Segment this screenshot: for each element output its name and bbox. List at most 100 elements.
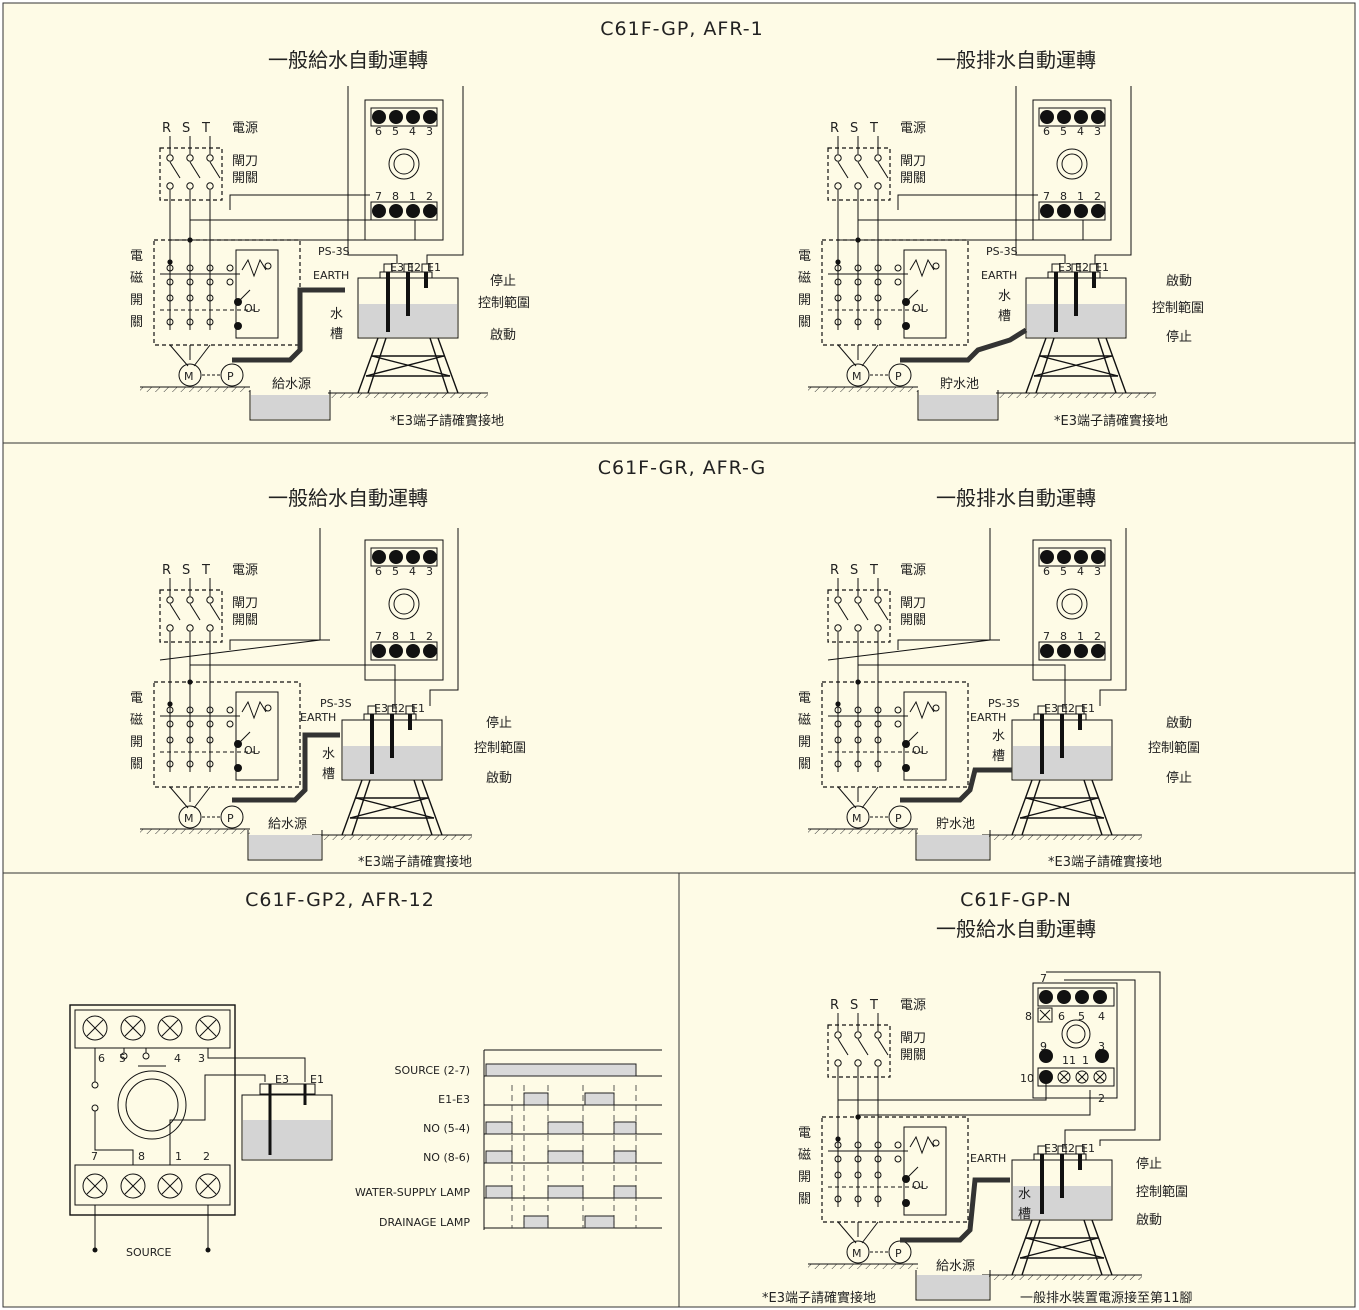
svg-text:6: 6 bbox=[1043, 565, 1050, 578]
svg-text:貯水池: 貯水池 bbox=[936, 817, 975, 832]
svg-text:OL: OL bbox=[244, 302, 260, 315]
svg-text:9: 9 bbox=[1040, 1040, 1047, 1053]
svg-text:4: 4 bbox=[1077, 565, 1084, 578]
timing-row-label: DRAINAGE LAMP bbox=[379, 1216, 470, 1229]
svg-text:3: 3 bbox=[1094, 125, 1101, 138]
panel-c61f-gp bbox=[2, 2, 1356, 444]
svg-text:8: 8 bbox=[392, 630, 399, 643]
svg-text:槽: 槽 bbox=[322, 767, 335, 782]
svg-text:5: 5 bbox=[1060, 125, 1067, 138]
svg-text:水: 水 bbox=[1018, 1187, 1031, 1202]
svg-text:閘刀: 閘刀 bbox=[232, 154, 258, 169]
svg-text:水: 水 bbox=[322, 747, 335, 762]
svg-text:槽: 槽 bbox=[330, 327, 343, 342]
svg-text:1: 1 bbox=[409, 630, 416, 643]
svg-text:R: R bbox=[162, 121, 171, 136]
panel-2-left-title: 一般給水自動運轉 bbox=[268, 486, 428, 510]
svg-text:10: 10 bbox=[1020, 1072, 1034, 1085]
timing-pulse bbox=[523, 1215, 549, 1229]
svg-text:1: 1 bbox=[175, 1150, 182, 1163]
svg-text:開關: 開關 bbox=[232, 171, 258, 186]
svg-text:E2: E2 bbox=[391, 702, 405, 715]
svg-text:P: P bbox=[895, 1247, 902, 1260]
svg-text:閘刀: 閘刀 bbox=[900, 1031, 926, 1046]
svg-text:磁: 磁 bbox=[798, 271, 811, 286]
svg-text:一般排水裝置電源接至第11腳: 一般排水裝置電源接至第11腳 bbox=[1020, 1290, 1193, 1306]
svg-text:R: R bbox=[830, 121, 839, 136]
svg-text:電: 電 bbox=[798, 249, 811, 264]
svg-text:控制範圍: 控制範圍 bbox=[1148, 741, 1200, 756]
svg-text:給水源: 給水源 bbox=[936, 1259, 975, 1274]
svg-text:開: 開 bbox=[130, 735, 143, 750]
svg-text:6: 6 bbox=[98, 1052, 105, 1065]
svg-text:4: 4 bbox=[1077, 125, 1084, 138]
svg-text:電源: 電源 bbox=[900, 121, 926, 136]
svg-text:5: 5 bbox=[1078, 1010, 1085, 1023]
svg-text:關: 關 bbox=[798, 757, 811, 772]
timing-row-label: E1-E3 bbox=[438, 1093, 470, 1106]
svg-text:槽: 槽 bbox=[1018, 1207, 1031, 1222]
timing-pulse bbox=[584, 1092, 615, 1106]
svg-text:OL: OL bbox=[912, 1179, 928, 1192]
panel-4-title: 一般給水自動運轉 bbox=[936, 917, 1096, 941]
timing-pulse bbox=[613, 1185, 637, 1199]
svg-text:1: 1 bbox=[409, 190, 416, 203]
svg-text:啟動: 啟動 bbox=[486, 771, 512, 786]
svg-text:3: 3 bbox=[1098, 1040, 1105, 1053]
timing-pulse bbox=[547, 1121, 584, 1135]
svg-text:8: 8 bbox=[138, 1150, 145, 1163]
svg-text:7: 7 bbox=[375, 630, 382, 643]
svg-text:閘刀: 閘刀 bbox=[900, 154, 926, 169]
svg-text:1: 1 bbox=[1082, 1054, 1089, 1067]
timing-row-label: NO (5-4) bbox=[423, 1122, 470, 1135]
svg-text:水: 水 bbox=[998, 289, 1011, 304]
svg-text:*E3端子請確實接地: *E3端子請確實接地 bbox=[762, 1290, 876, 1306]
svg-text:控制範圍: 控制範圍 bbox=[1136, 1185, 1188, 1200]
svg-text:停止: 停止 bbox=[1136, 1156, 1162, 1172]
svg-text:2: 2 bbox=[1094, 190, 1101, 203]
svg-text:停止: 停止 bbox=[486, 715, 512, 731]
svg-text:R: R bbox=[830, 998, 839, 1013]
panel-1-right-title: 一般排水自動運轉 bbox=[936, 48, 1096, 72]
timing-pulse bbox=[523, 1092, 549, 1106]
svg-text:E1: E1 bbox=[1081, 1142, 1095, 1155]
svg-text:閘刀: 閘刀 bbox=[900, 596, 926, 611]
svg-text:E3: E3 bbox=[1044, 702, 1058, 715]
svg-text:*E3端子請確實接地: *E3端子請確實接地 bbox=[1048, 854, 1162, 870]
svg-text:6: 6 bbox=[375, 565, 382, 578]
svg-text:關: 關 bbox=[798, 315, 811, 330]
svg-text:磁: 磁 bbox=[130, 271, 143, 286]
svg-text:啟動: 啟動 bbox=[490, 328, 516, 343]
svg-text:閘刀: 閘刀 bbox=[232, 596, 258, 611]
svg-text:水: 水 bbox=[992, 729, 1005, 744]
svg-text:6: 6 bbox=[375, 125, 382, 138]
svg-text:M: M bbox=[184, 370, 194, 383]
svg-text:PS-3S: PS-3S bbox=[320, 697, 352, 710]
timing-pulse bbox=[547, 1185, 584, 1199]
svg-text:開: 開 bbox=[798, 735, 811, 750]
svg-text:E2: E2 bbox=[1061, 1142, 1075, 1155]
svg-text:S: S bbox=[850, 998, 858, 1013]
svg-text:*E3端子請確實接地: *E3端子請確實接地 bbox=[390, 413, 504, 429]
svg-text:EARTH: EARTH bbox=[981, 269, 1017, 282]
svg-text:水: 水 bbox=[330, 307, 343, 322]
svg-text:開: 開 bbox=[130, 293, 143, 308]
svg-text:6: 6 bbox=[1058, 1010, 1065, 1023]
svg-text:T: T bbox=[201, 121, 210, 136]
svg-text:PS-3S: PS-3S bbox=[318, 245, 350, 258]
svg-text:電源: 電源 bbox=[232, 563, 258, 578]
panel-1-left-title: 一般給水自動運轉 bbox=[268, 48, 428, 72]
svg-text:E1: E1 bbox=[411, 702, 425, 715]
svg-text:OL: OL bbox=[912, 744, 928, 757]
svg-text:*E3端子請確實接地: *E3端子請確實接地 bbox=[358, 854, 472, 870]
svg-text:8: 8 bbox=[1060, 630, 1067, 643]
svg-text:E2: E2 bbox=[1061, 702, 1075, 715]
svg-text:5: 5 bbox=[392, 565, 399, 578]
timing-row-label: WATER-SUPPLY LAMP bbox=[355, 1186, 470, 1199]
svg-text:停止: 停止 bbox=[1166, 329, 1192, 345]
